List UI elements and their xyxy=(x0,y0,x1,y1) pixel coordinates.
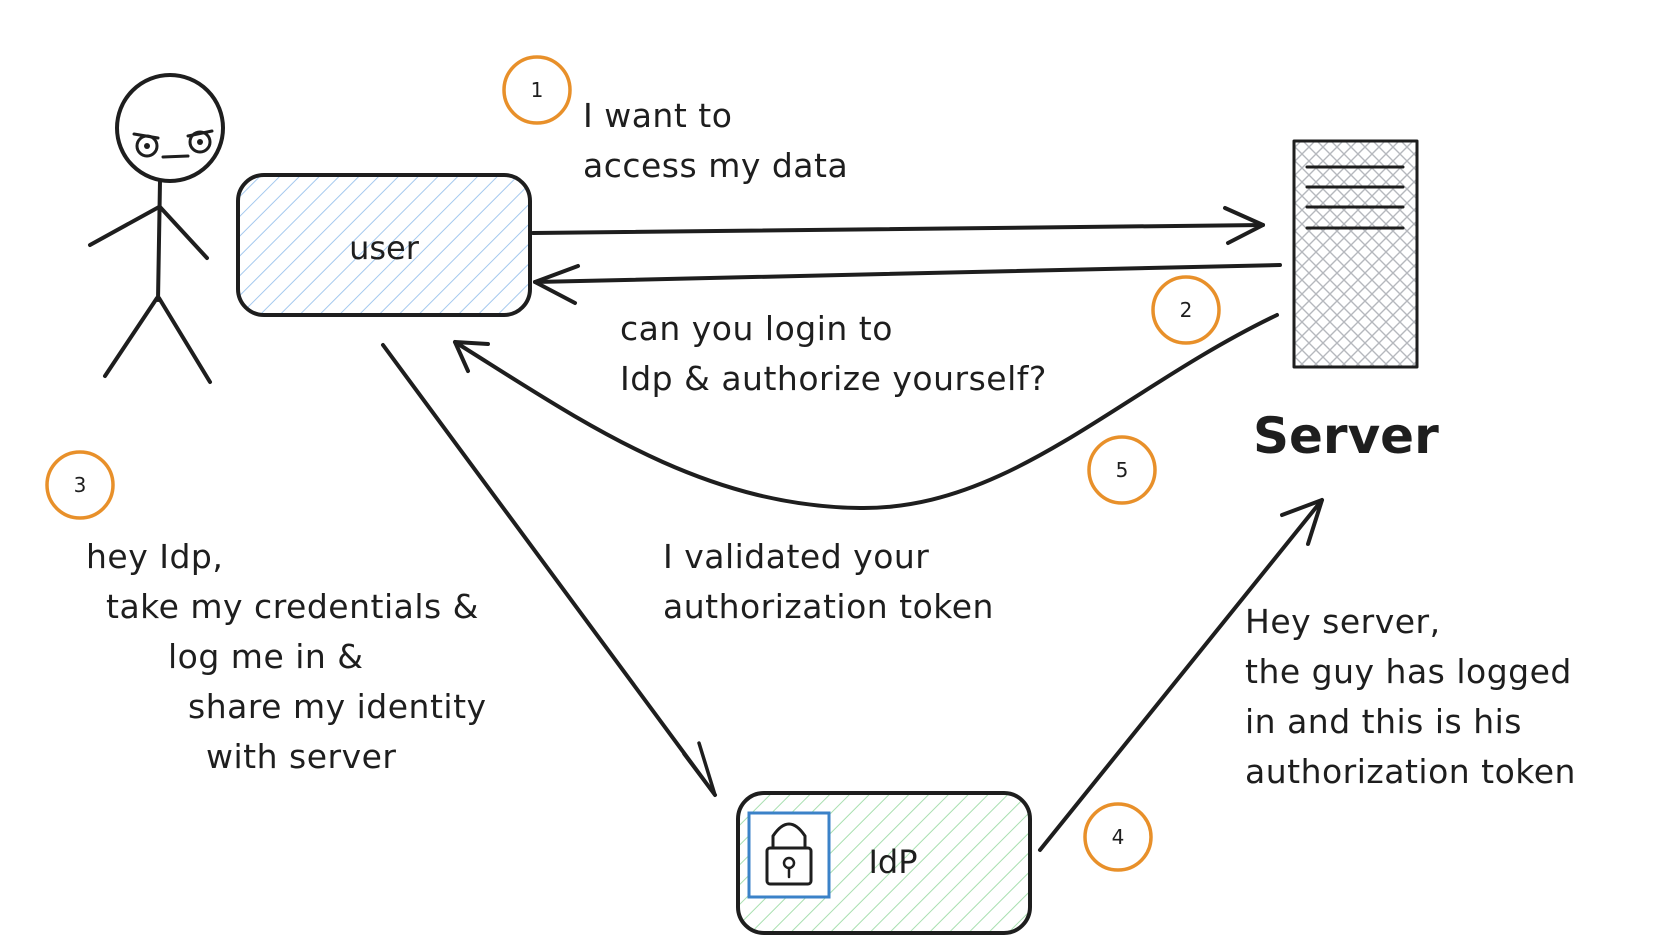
step-2-note: can you login to Idp & authorize yoursel… xyxy=(620,309,1047,398)
note-line: I validated your xyxy=(663,537,929,576)
note-line: in and this is his xyxy=(1245,702,1522,741)
arrow-step-3-credentials xyxy=(381,343,717,797)
svg-text:5: 5 xyxy=(1116,458,1129,482)
note-line: Idp & authorize yourself? xyxy=(620,359,1047,398)
lock-icon xyxy=(747,811,831,899)
arrow-step-4-token xyxy=(1038,498,1324,852)
note-line: access my data xyxy=(583,146,848,185)
step-badge-4: 4 xyxy=(1083,802,1153,872)
note-line: authorization token xyxy=(1245,752,1576,791)
step-badge-3: 3 xyxy=(45,450,115,520)
stick-figure-icon xyxy=(88,73,225,384)
idp-box-label: IdP xyxy=(868,843,917,881)
server-rack-icon xyxy=(1292,139,1419,369)
step-4-note: Hey server, the guy has logged in and th… xyxy=(1245,602,1576,791)
note-line: log me in & xyxy=(168,637,364,676)
step-badge-2: 2 xyxy=(1151,275,1221,345)
note-line: with server xyxy=(206,737,396,776)
svg-text:4: 4 xyxy=(1112,825,1125,849)
svg-text:2: 2 xyxy=(1180,298,1193,322)
note-line: take my credentials & xyxy=(106,587,479,626)
arrow-step-2-redirect xyxy=(533,263,1282,305)
user-box: user xyxy=(236,173,532,317)
note-line: Hey server, xyxy=(1245,602,1441,641)
step-3-note: hey Idp, take my credentials & log me in… xyxy=(86,537,487,776)
note-line: share my identity xyxy=(188,687,487,726)
note-line: authorization token xyxy=(663,587,994,626)
svg-text:1: 1 xyxy=(531,78,544,102)
step-badge-1: 1 xyxy=(502,55,572,125)
note-line: the guy has logged xyxy=(1245,652,1572,691)
step-1-note: I want to access my data xyxy=(583,96,848,185)
user-box-label: user xyxy=(349,229,420,267)
server-label: Server xyxy=(1253,407,1439,465)
note-line: hey Idp, xyxy=(86,537,223,576)
note-line: can you login to xyxy=(620,309,893,348)
arrow-step-1-request xyxy=(531,206,1265,245)
step-5-note: I validated your authorization token xyxy=(663,537,994,626)
note-line: I want to xyxy=(583,96,732,135)
idp-box: IdP xyxy=(736,791,1032,935)
arrow-step-5-validated xyxy=(453,313,1279,511)
step-badge-5: 5 xyxy=(1087,435,1157,505)
svg-text:3: 3 xyxy=(74,473,87,497)
